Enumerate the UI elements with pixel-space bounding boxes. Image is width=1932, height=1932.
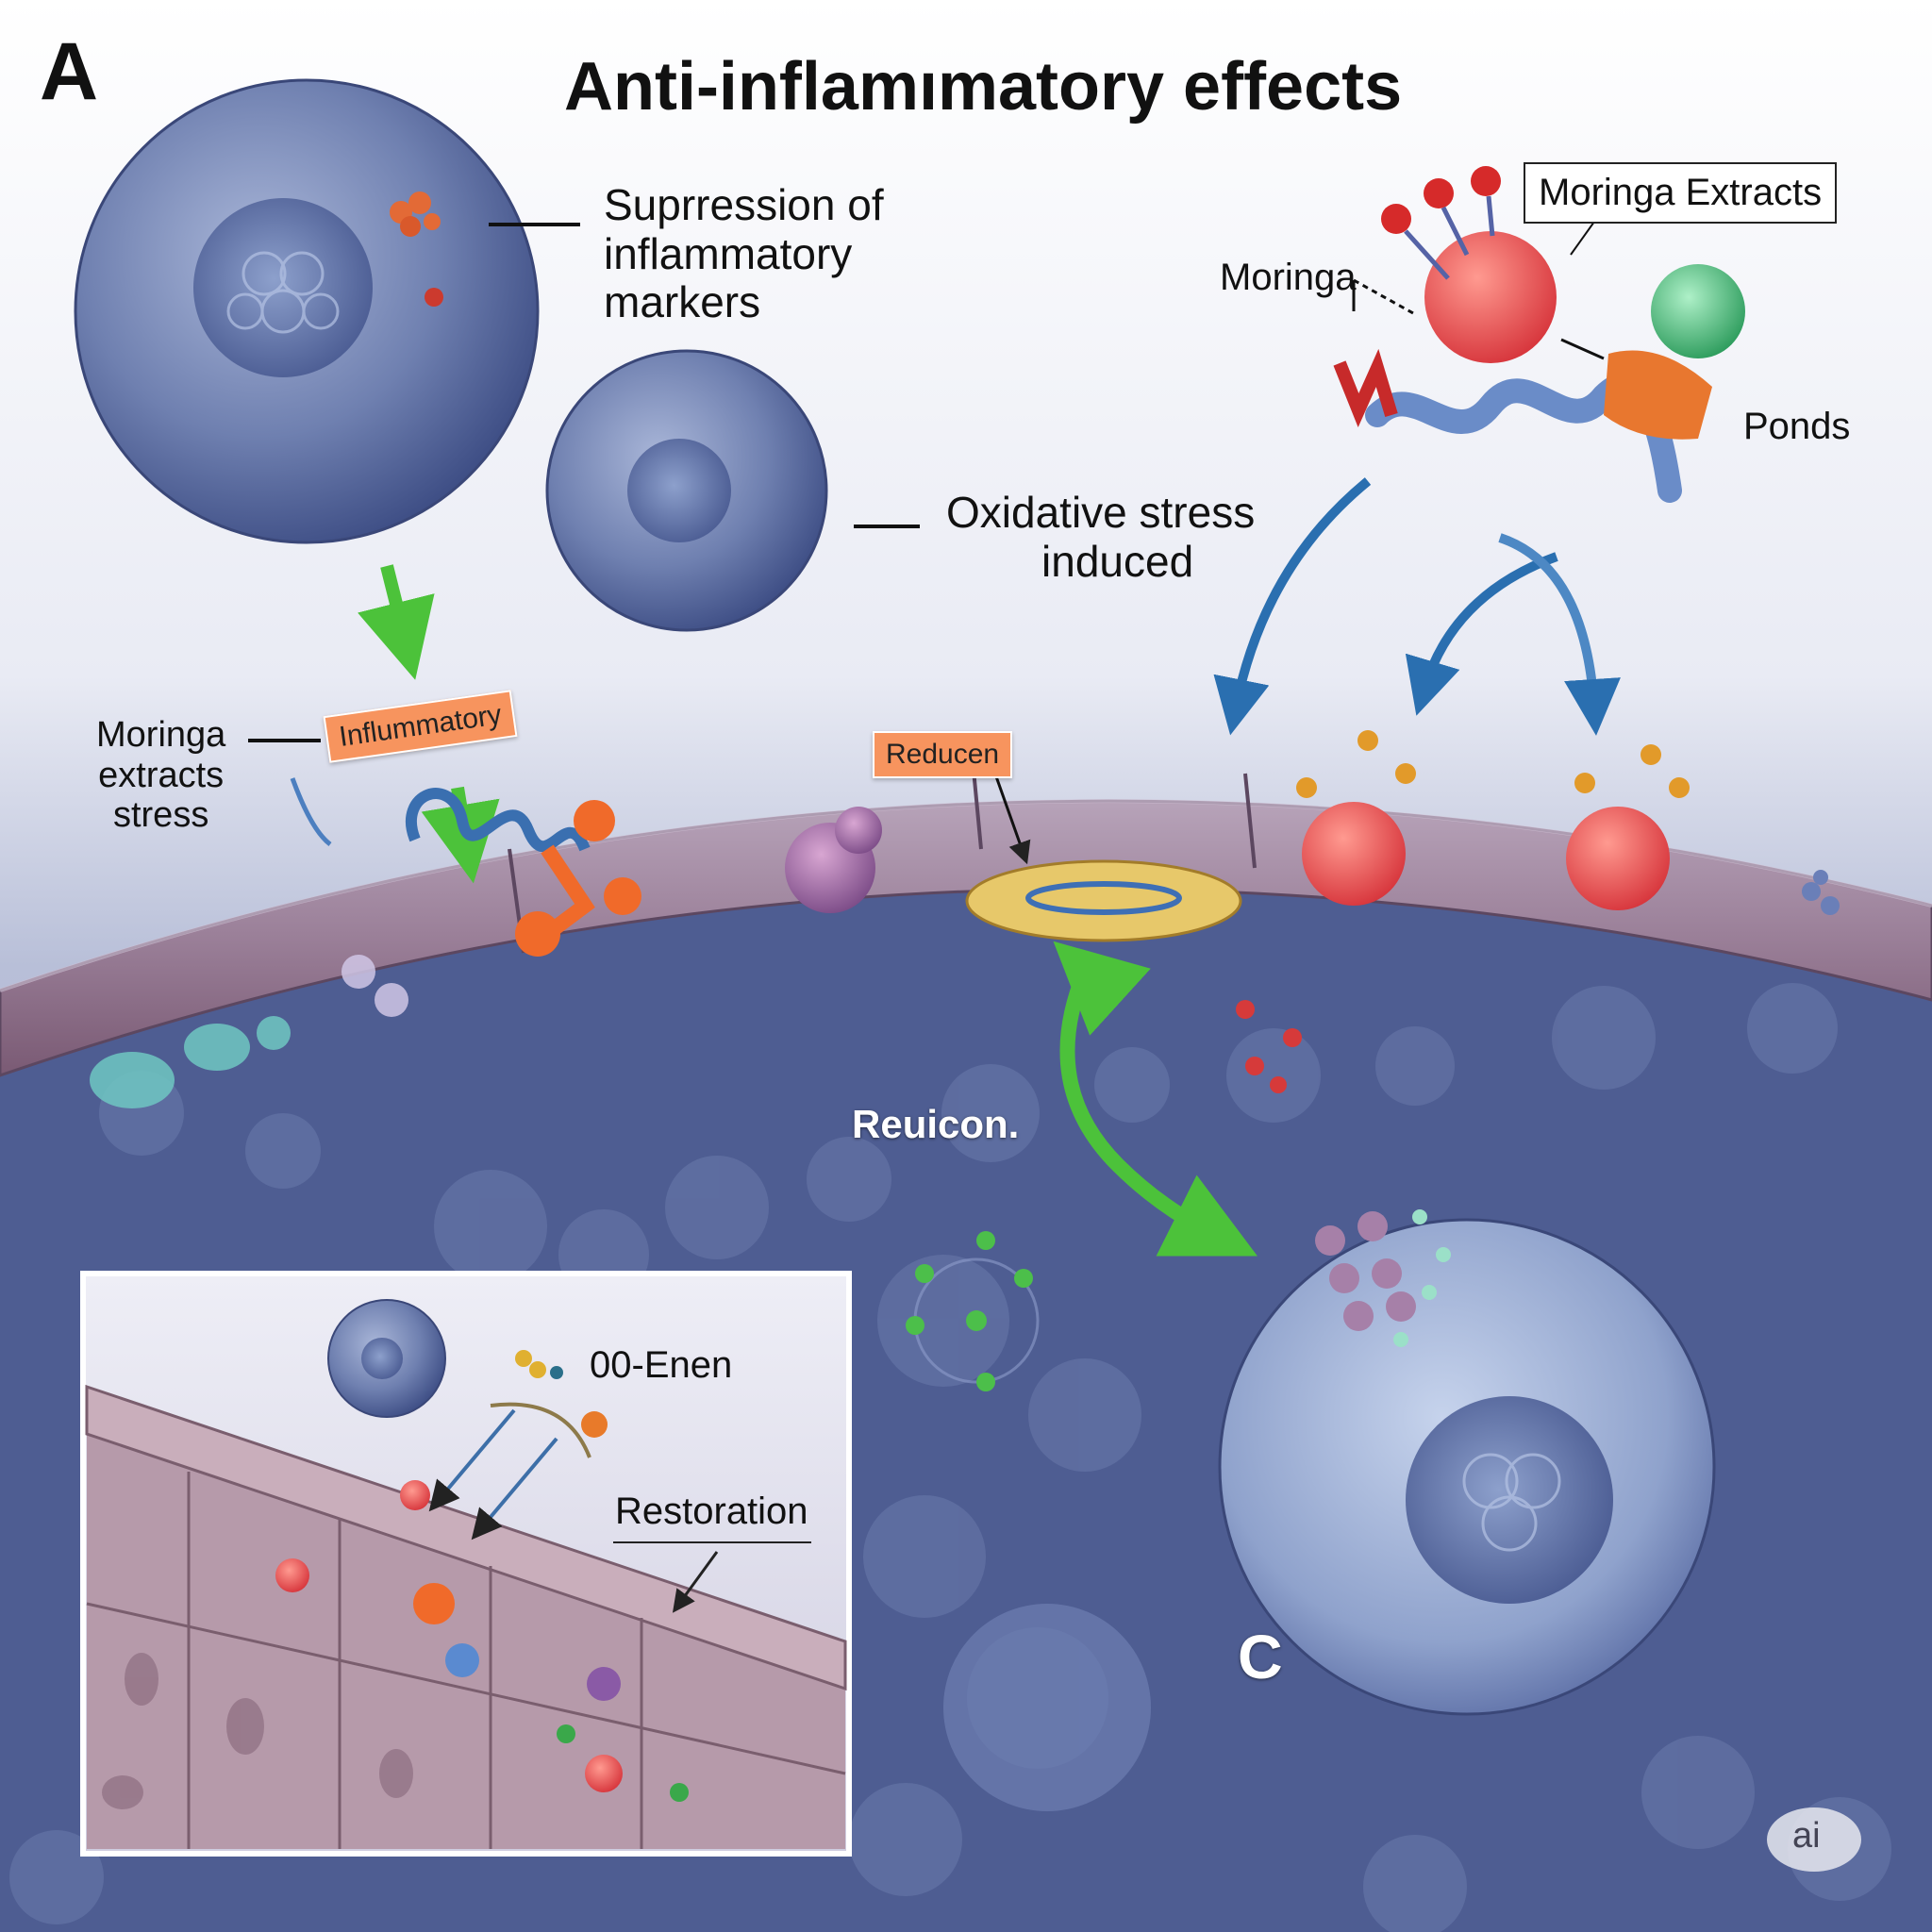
oxidative-line-2: induced: [1041, 536, 1194, 586]
nucleus-icon: [361, 1338, 403, 1379]
watermark-text: ai: [1792, 1816, 1821, 1856]
purple-blob: [785, 807, 882, 913]
moringa-extracts-callout: Moringa Extracts: [1524, 162, 1838, 224]
inset-panel: [80, 1271, 852, 1857]
suppression-line-1: Suprression of: [604, 180, 884, 229]
blue-tangle-protein: [405, 788, 641, 957]
red-vesicle-2: [1566, 744, 1690, 910]
cell-c: [943, 1209, 1716, 1811]
arrow-icon: [1213, 477, 1372, 736]
small-blue-cluster: [1802, 870, 1840, 915]
red-beads: [1381, 166, 1501, 234]
inset-tissue: [87, 1387, 845, 1849]
moringa-cluster: [1333, 166, 1745, 503]
receptor-icon: [1604, 350, 1712, 440]
oxidative-line-1: Oxidative stress: [946, 488, 1256, 537]
moringa-left-line-3: stress: [112, 795, 209, 836]
moringa-left-line-1: Moringa: [96, 715, 226, 755]
large-cell-top-left: [74, 78, 540, 544]
panel-letter-c: C: [1238, 1622, 1283, 1691]
membrane-proteins: [90, 730, 1840, 1108]
blue-arrows: [1213, 477, 1621, 736]
figure-title: Anti-inflamımatory effects: [564, 49, 1403, 125]
green-particle: [1651, 264, 1745, 358]
purple-lattice: [1315, 1211, 1416, 1331]
red-molecule-cluster: [1236, 1000, 1302, 1093]
arrow-icon: [358, 564, 435, 680]
red-receptor: [1333, 348, 1398, 427]
watermark-badge: [1767, 1807, 1861, 1872]
cell-middle: [545, 349, 828, 632]
moringa-left-line-2: extracts: [98, 755, 225, 795]
moringa-left-label: Moringa extracts stress: [96, 715, 225, 836]
nucleus-icon: [627, 439, 731, 542]
inset-enen-label: 00-Enen: [590, 1344, 733, 1386]
moringa-particle: [1424, 231, 1557, 363]
moringa-top-label: Moringa: [1220, 257, 1357, 298]
leader-lines: [248, 223, 920, 742]
green-molecule-cluster: [906, 1231, 1040, 1391]
suppression-line-3: markers: [604, 277, 761, 327]
oxidative-label: Oxidative stress induced: [946, 488, 1256, 586]
arrow-icon: [290, 777, 332, 846]
cyan-cluster: [90, 955, 408, 1108]
red-vesicle-1: [1296, 730, 1416, 906]
reuicon-label: Reuicon.: [852, 1102, 1020, 1146]
panel-letter-a: A: [40, 26, 99, 117]
suppression-line-2: inflammatory: [604, 228, 853, 278]
ponds-label: Ponds: [1743, 406, 1851, 447]
nucleus-icon: [193, 198, 373, 377]
inset-restoration-label: Restoration: [615, 1491, 808, 1532]
arrow-icon: [1053, 941, 1151, 1036]
inset-molecules: [275, 1350, 689, 1802]
arrow-icon: [1498, 533, 1621, 736]
yellow-channel: [965, 859, 1242, 942]
reducen-tag: Reducen: [873, 731, 1013, 778]
arrow-icon: [1405, 552, 1558, 716]
suppression-label: Suprression of inflammatory markers: [604, 180, 884, 327]
molecule-cluster-icon: [390, 192, 443, 307]
